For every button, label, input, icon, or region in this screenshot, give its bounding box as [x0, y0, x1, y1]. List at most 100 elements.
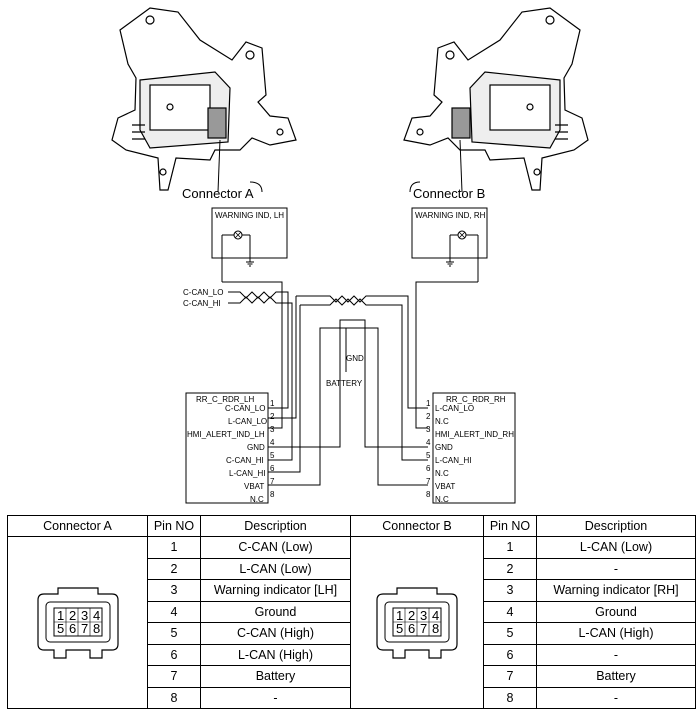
connector-a-leader: [217, 139, 221, 193]
b-pin: 3: [483, 579, 537, 602]
pin-description-table: Connector A Pin NO Description Connector…: [7, 515, 696, 709]
connector-a-face-cell: 1 2 3 4 5 6 7 8: [7, 536, 148, 709]
connector-a-pin: 1: [57, 608, 64, 623]
rh-pin-name: L-CAN_HI: [435, 456, 471, 465]
lh-pin-num: 4: [270, 438, 275, 447]
a-desc: C-CAN (High): [200, 622, 351, 645]
header-connector-a: Connector A: [7, 515, 148, 537]
rh-pin-num: 8: [426, 490, 431, 499]
warning-indicator-rh-box: WARNING IND, RH: [411, 207, 488, 282]
b-desc: Battery: [536, 665, 696, 688]
connector-a-pin: 3: [81, 608, 88, 623]
connector-b-pin: 7: [420, 621, 427, 636]
lh-pin-name: C-CAN_HI: [226, 456, 264, 465]
table-row: 6 L-CAN (High) 6 -: [8, 643, 696, 666]
connector-a-bracket: [249, 181, 263, 193]
lh-module-title: RR_C_RDR_LH: [196, 395, 254, 404]
header-pin-no-a: Pin NO: [147, 515, 201, 537]
a-desc: Ground: [200, 600, 351, 623]
header-description-a: Description: [200, 515, 351, 537]
can-hi-label: C-CAN_HI: [183, 299, 221, 308]
rh-pin-num: 4: [426, 438, 431, 447]
a-desc: Warning indicator [LH]: [200, 579, 351, 602]
lh-pin-name: VBAT: [244, 482, 264, 491]
header-description-b: Description: [536, 515, 696, 537]
a-desc: L-CAN (High): [200, 643, 351, 666]
connector-a-pin: 5: [57, 621, 64, 636]
rh-module-title: RR_C_RDR_RH: [446, 395, 506, 404]
connector-b-pin: 1: [396, 608, 403, 623]
rr-c-rdr-rh-module: RR_C_RDR_RH L-CAN_LO N.C HMI_ALERT_IND_R…: [426, 392, 516, 504]
a-pin: 1: [147, 536, 201, 559]
a-pin: 8: [147, 686, 201, 709]
rh-pin-name: N.C: [435, 495, 449, 504]
wiring-diagram: Connector A Connector B WARNING IND, LH …: [111, 7, 589, 504]
connector-a-pin: 2: [69, 608, 76, 623]
lh-pin-num: 8: [270, 490, 275, 499]
warning-rh-title: WARNING IND, RH: [415, 211, 486, 220]
rh-pin-num: 3: [426, 425, 431, 434]
connector-b-face-cell: 1 2 3 4 5 6 7 8: [350, 536, 484, 709]
connector-a-face-icon: 1 2 3 4 5 6 7 8: [36, 586, 119, 659]
battery-label: BATTERY: [326, 379, 363, 388]
connector-b-leader: [459, 139, 463, 193]
connector-a-pin: 7: [81, 621, 88, 636]
lh-pin-name: L-CAN_HI: [229, 469, 265, 478]
rh-pin-num: 5: [426, 451, 431, 460]
lh-pin-name: C-CAN_LO: [225, 404, 265, 413]
warning-indicator-lh-box: WARNING IND, LH: [211, 207, 288, 282]
b-desc: Ground: [536, 600, 696, 623]
a-pin: 5: [147, 622, 201, 645]
rh-pin-name: HMI_ALERT_IND_RH: [435, 430, 514, 439]
table-row: 1 2 3 4 5 6 7 8 1 C-CAN (Low) 1: [7, 536, 696, 709]
table-row: 8 - 8 -: [8, 686, 696, 709]
a-pin: 4: [147, 600, 201, 623]
lh-pin-name: N.C: [250, 495, 264, 504]
connector-b-label: Connector B: [413, 186, 485, 201]
a-desc: L-CAN (Low): [200, 557, 351, 580]
lh-pin-name: L-CAN_LO: [228, 417, 267, 426]
rh-pin-name: N.C: [435, 469, 449, 478]
right-radar-bracket-illustration: [403, 7, 589, 191]
wiring-harness: [222, 281, 478, 486]
b-desc: -: [536, 686, 696, 709]
b-pin: 4: [483, 600, 537, 623]
lh-pin-num: 7: [270, 477, 275, 486]
connector-a-pin: 6: [69, 621, 76, 636]
table-row: 7 Battery 7 Battery: [8, 665, 696, 688]
b-pin: 8: [483, 686, 537, 709]
connector-b-pin: 2: [408, 608, 415, 623]
connector-a-pin: 4: [93, 608, 100, 623]
lh-pin-num: 6: [270, 464, 275, 473]
b-desc: -: [536, 557, 696, 580]
connector-b-bracket: [409, 181, 421, 193]
connector-b-pin: 3: [420, 608, 427, 623]
lh-pin-name: GND: [247, 443, 265, 452]
table-header-row: Connector A Pin NO Description Connector…: [7, 515, 696, 537]
rh-pin-name: L-CAN_LO: [435, 404, 474, 413]
a-pin: 7: [147, 665, 201, 688]
connector-b-pin: 8: [432, 621, 439, 636]
b-pin: 7: [483, 665, 537, 688]
gnd-label: GND: [346, 354, 364, 363]
a-pin: 3: [147, 579, 201, 602]
table-row: 3 Warning indicator [LH] 3 Warning indic…: [8, 579, 696, 602]
a-desc: C-CAN (Low): [200, 536, 351, 559]
a-pin: 2: [147, 557, 201, 580]
rh-pin-name: VBAT: [435, 482, 455, 491]
rh-pin-num: 2: [426, 412, 431, 421]
lh-pin-num: 5: [270, 451, 275, 460]
b-pin: 6: [483, 643, 537, 666]
connector-b-pin: 5: [396, 621, 403, 636]
connector-b-face-icon: 1 2 3 4 5 6 7 8: [376, 586, 458, 659]
rh-pin-name: N.C: [435, 417, 449, 426]
can-lo-label: C-CAN_LO: [183, 288, 223, 297]
b-pin: 2: [483, 557, 537, 580]
b-desc: L-CAN (Low): [536, 536, 696, 559]
b-desc: L-CAN (High): [536, 622, 696, 645]
rr-c-rdr-lh-module: RR_C_RDR_LH C-CAN_LO L-CAN_LO HMI_ALERT_…: [185, 392, 275, 504]
rh-pin-num: 1: [426, 399, 431, 408]
connector-b-pin: 4: [432, 608, 439, 623]
connector-b-pin: 6: [408, 621, 415, 636]
header-pin-no-b: Pin NO: [483, 515, 537, 537]
